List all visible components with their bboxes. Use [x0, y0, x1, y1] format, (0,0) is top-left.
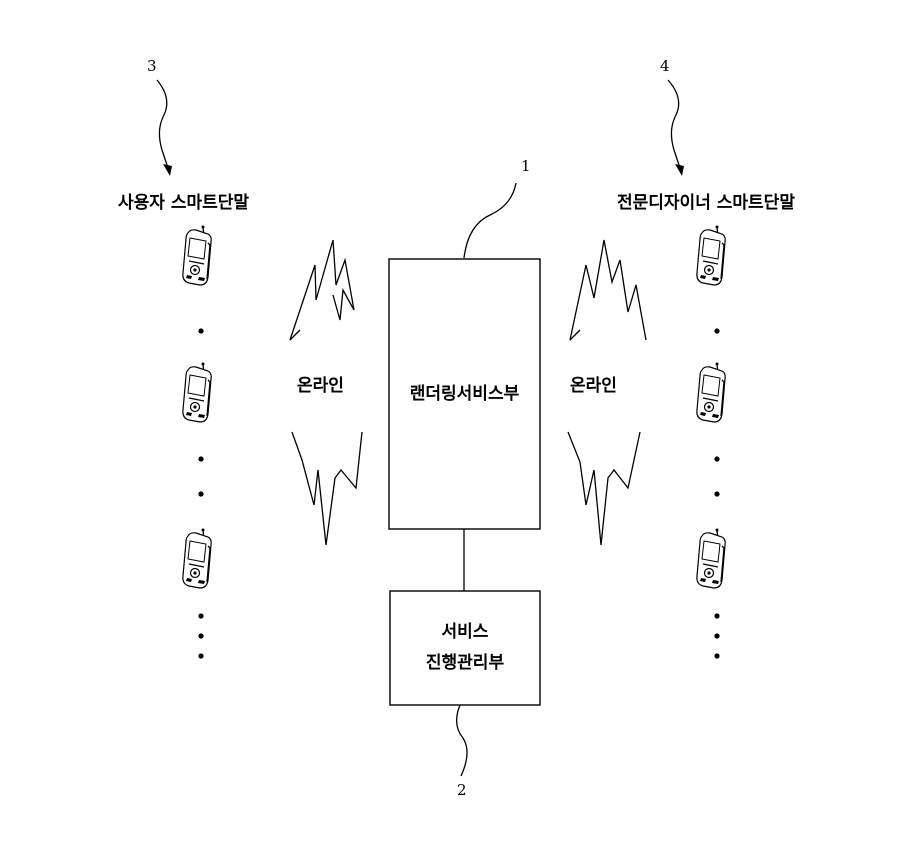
- leader-line-service-management: [456, 704, 468, 777]
- mobile-phone-icon: [182, 224, 212, 286]
- mobile-phone-icon: [696, 224, 726, 286]
- mobile-phone-icon: [182, 527, 212, 589]
- ellipsis-dots-user: [198, 328, 204, 659]
- service-management-label-line2: 진행관리부: [426, 653, 505, 673]
- service-management-box: [389, 590, 541, 706]
- reference-number-service-management: 2: [457, 781, 467, 799]
- lightning-signal-icon: [289, 239, 363, 546]
- reference-number-designer-terminal: 4: [660, 57, 670, 75]
- designer-terminal-label: 전문디자이너 스마트단말: [617, 192, 795, 213]
- leader-arrow-user-terminal: [156, 79, 169, 169]
- mobile-phone-icon: [696, 527, 726, 589]
- arrowhead-user-terminal: [163, 164, 172, 176]
- lightning-signal-icon: [567, 239, 647, 546]
- online-label-left: 온라인: [297, 376, 344, 396]
- mobile-phone-icon: [696, 361, 726, 423]
- leader-line-rendering-service: [463, 182, 517, 259]
- rendering-service-label: 랜더링서비스부: [410, 384, 520, 404]
- reference-number-rendering-service: 1: [521, 157, 531, 175]
- mobile-phone-icon: [182, 361, 212, 423]
- leader-arrow-designer-terminal: [667, 79, 681, 169]
- user-terminal-label: 사용자 스마트단말: [118, 192, 249, 213]
- online-label-right: 온라인: [570, 376, 617, 396]
- reference-number-user-terminal: 3: [147, 57, 157, 75]
- service-management-label-line1: 서비스: [442, 622, 489, 642]
- ellipsis-dots-designer: [714, 328, 720, 659]
- arrowhead-designer-terminal: [675, 164, 684, 176]
